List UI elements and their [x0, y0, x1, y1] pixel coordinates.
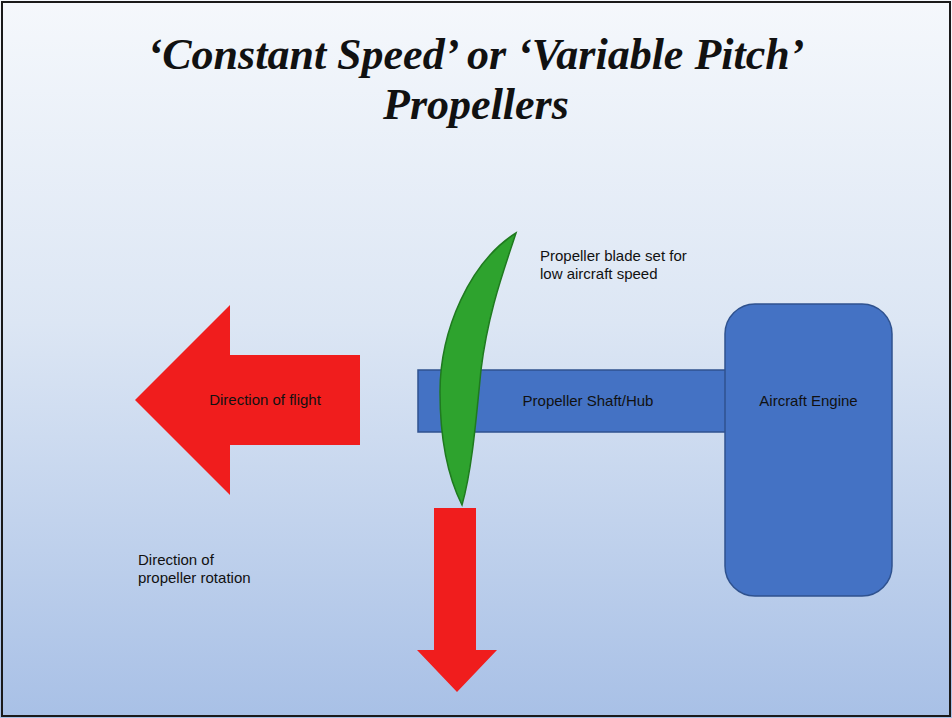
engine-block-outline: [724, 303, 893, 597]
propeller-blade: [440, 233, 516, 505]
shaft-hub-shape: [418, 370, 724, 432]
rotation-label: Direction of propeller rotation: [138, 551, 268, 587]
node-text: Aircraft Engine: [730, 392, 887, 410]
shaft-hub: Propeller Shaft/Hub: [418, 370, 724, 432]
engine-block-shape: [725, 304, 892, 596]
blade-label: Propeller blade set for low aircraft spe…: [540, 247, 710, 283]
flight-arrow: Direction of flight: [135, 305, 360, 495]
rotation-arrow: [417, 508, 497, 692]
flight-arrow-shape: [135, 305, 360, 495]
node-text: Propeller Shaft/Hub: [488, 392, 688, 410]
node-text: Direction of flight: [175, 391, 355, 409]
slide-title: ‘Constant Speed’ or ‘Variable Pitch’ Pro…: [60, 30, 892, 130]
engine-block: Aircraft Engine: [724, 303, 893, 597]
